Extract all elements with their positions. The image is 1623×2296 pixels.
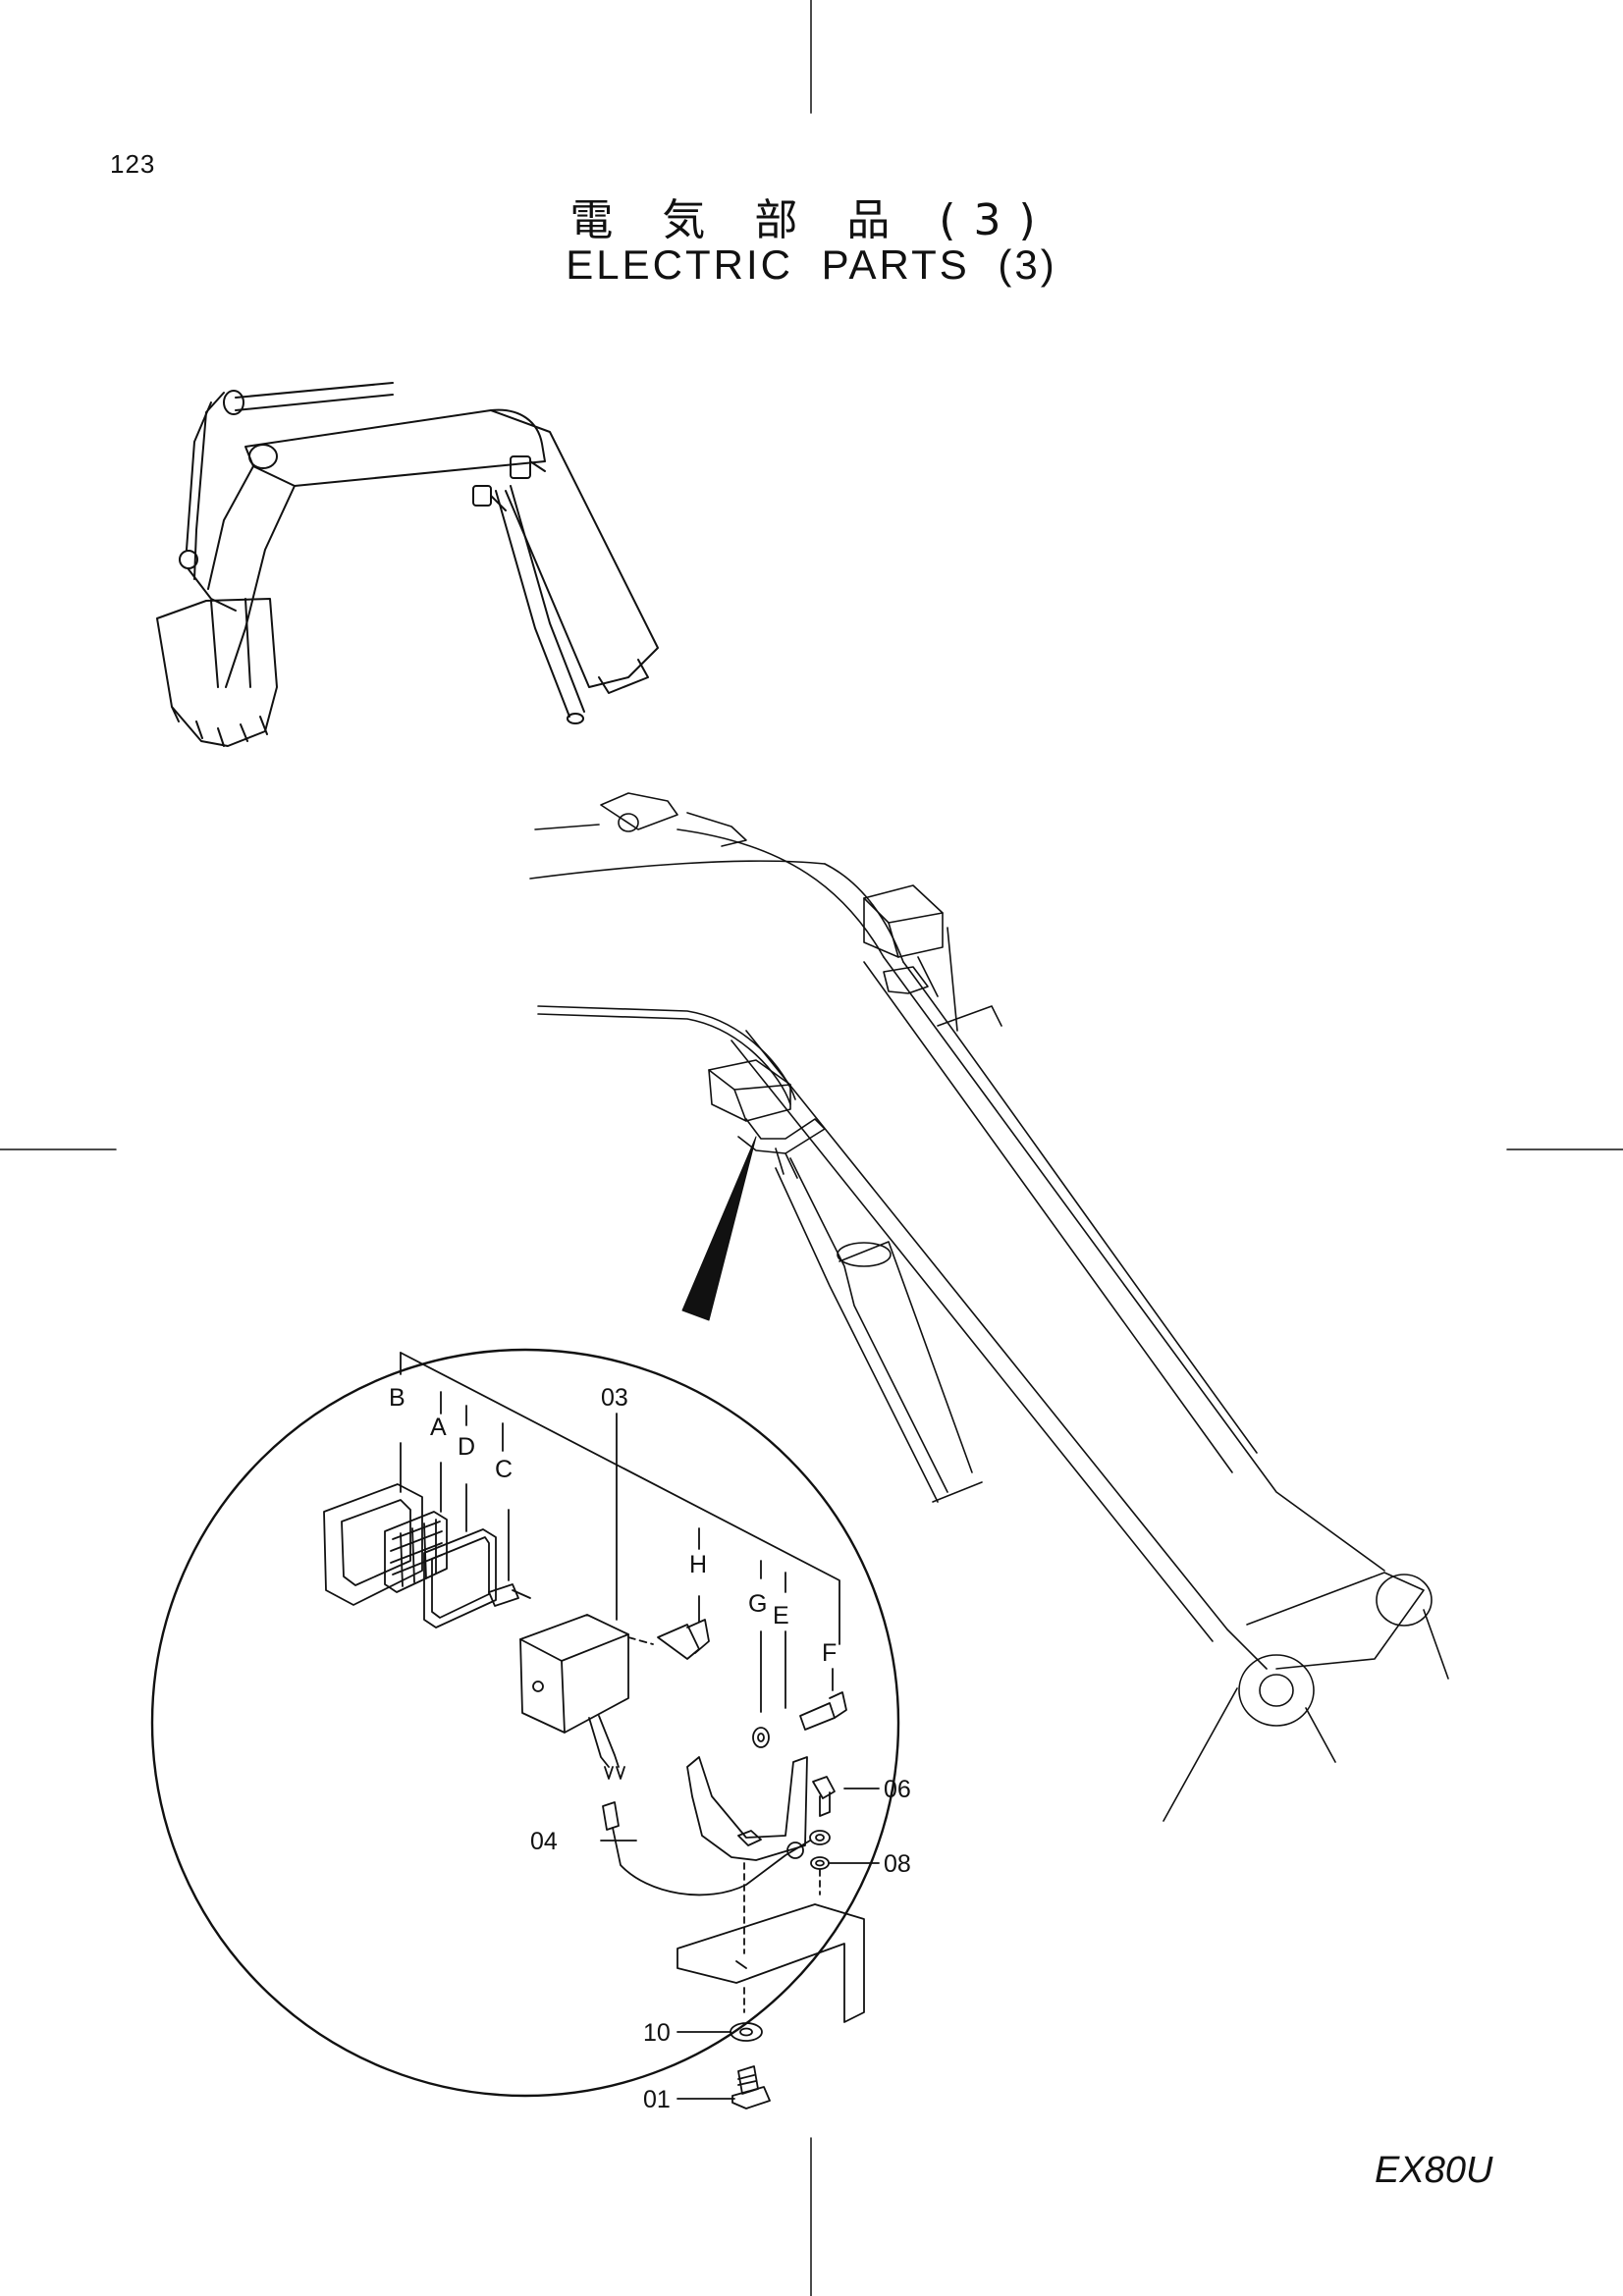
callout-g: G bbox=[748, 1590, 767, 1618]
callout-labels: B A D C 03 H G E F 06 04 08 10 01 bbox=[389, 1384, 911, 2113]
work-light-exploded-view bbox=[323, 1352, 880, 2109]
callout-10: 10 bbox=[643, 2019, 671, 2047]
model-code: EX80U bbox=[1375, 2150, 1493, 2191]
callout-01: 01 bbox=[643, 2086, 671, 2113]
callout-06: 06 bbox=[884, 1776, 911, 1803]
callout-b: B bbox=[389, 1384, 406, 1412]
excavator-overview-illustration bbox=[156, 382, 659, 747]
callout-e: E bbox=[773, 1602, 789, 1629]
callout-08: 08 bbox=[884, 1850, 911, 1878]
callout-c: C bbox=[495, 1456, 513, 1483]
callout-h: H bbox=[689, 1551, 707, 1578]
page-number: 123 bbox=[110, 149, 156, 179]
boom-illustration bbox=[529, 792, 1449, 1822]
callout-f: F bbox=[822, 1639, 837, 1667]
detail-circle bbox=[150, 1348, 900, 2098]
callout-a: A bbox=[430, 1414, 447, 1441]
page-title-english: ELECTRIC PARTS (3) bbox=[566, 241, 1057, 288]
callout-03: 03 bbox=[601, 1384, 628, 1412]
callout-d: D bbox=[458, 1433, 475, 1461]
detail-pointer bbox=[681, 1136, 757, 1321]
callout-04: 04 bbox=[530, 1828, 558, 1855]
page-title-japanese: 電 気 部 品 (3) bbox=[569, 195, 1054, 245]
